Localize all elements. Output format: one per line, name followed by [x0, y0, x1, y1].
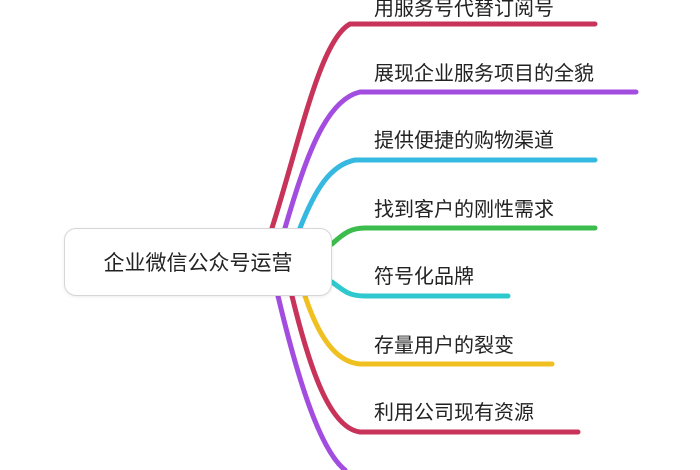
- branch-line-7: [289, 293, 581, 435]
- branch-line-2: [282, 89, 639, 231]
- branch-line-5: [329, 279, 511, 299]
- center-topic: 企业微信公众号运营: [64, 228, 332, 296]
- branch-label-2: 展现企业服务项目的全貌: [374, 61, 594, 85]
- branch-line-3: [297, 157, 598, 231]
- branch-line-4: [329, 225, 598, 247]
- branch-label-4: 找到客户的刚性需求: [374, 197, 554, 221]
- branch-label-6: 存量用户的裂变: [374, 333, 514, 357]
- branch-line-8: [275, 293, 348, 470]
- center-topic-label: 企业微信公众号运营: [103, 251, 293, 275]
- branch-line-6: [302, 293, 555, 367]
- branch-label-1: 用服务号代替订阅号: [374, 0, 554, 20]
- branch-label-5: 符号化品牌: [374, 264, 474, 288]
- branch-label-7: 利用公司现有资源: [374, 400, 534, 424]
- branch-line-1: [269, 21, 598, 231]
- branch-label-3: 提供便捷的购物渠道: [374, 128, 554, 152]
